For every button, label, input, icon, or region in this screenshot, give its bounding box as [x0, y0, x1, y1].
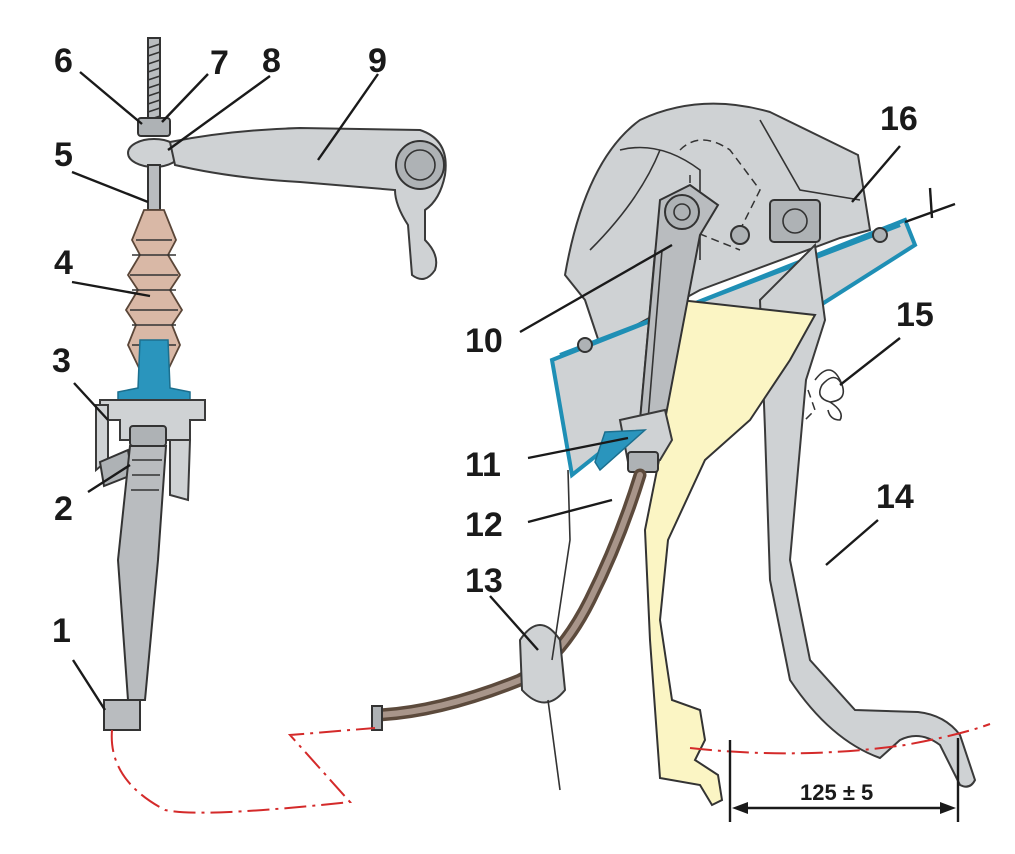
callout-13: 13: [465, 562, 503, 600]
callout-10: 10: [465, 322, 503, 360]
lock-nut: [137, 117, 171, 137]
cable-routing-path: [110, 723, 991, 814]
callout-14: 14: [876, 478, 914, 516]
clutch-pedal-14: [758, 242, 977, 788]
fork-pivot: [395, 140, 445, 190]
callout-1: 1: [52, 612, 71, 650]
release-fork-lever: [168, 126, 447, 280]
callout-5: 5: [54, 136, 73, 174]
callout-15: 15: [896, 296, 934, 334]
pedal-bracket-housing: [563, 102, 872, 347]
cable-sheath: [116, 445, 168, 701]
release-fork-assembly: [95, 37, 447, 731]
return-spring: [814, 369, 845, 421]
cable-clamp: [618, 408, 674, 464]
pedal-travel-dimension: 125 ± 5: [728, 738, 960, 822]
callout-16: 16: [880, 100, 918, 138]
leader-lines: [71, 71, 901, 711]
pedal-assembly: [371, 102, 977, 807]
callout-4: 4: [54, 244, 73, 282]
callouts: 1 2 3 4 5 6 7 8 9 10 11 12 13 14 15 16: [52, 42, 934, 650]
callout-9: 9: [368, 42, 387, 80]
cable-tip-rod: [147, 164, 161, 211]
callout-6: 6: [54, 42, 73, 80]
callout-12: 12: [465, 506, 503, 544]
pedal-bushing: [769, 199, 821, 243]
clutch-cable: [371, 468, 647, 722]
callout-2: 2: [54, 490, 73, 528]
rod-pivot: [664, 194, 700, 230]
rod-threads: [147, 43, 161, 121]
callout-7: 7: [210, 44, 229, 82]
callout-8: 8: [262, 42, 281, 80]
callout-11: 11: [465, 446, 501, 484]
dimension-label: 125 ± 5: [800, 780, 873, 805]
callout-3: 3: [52, 342, 71, 380]
